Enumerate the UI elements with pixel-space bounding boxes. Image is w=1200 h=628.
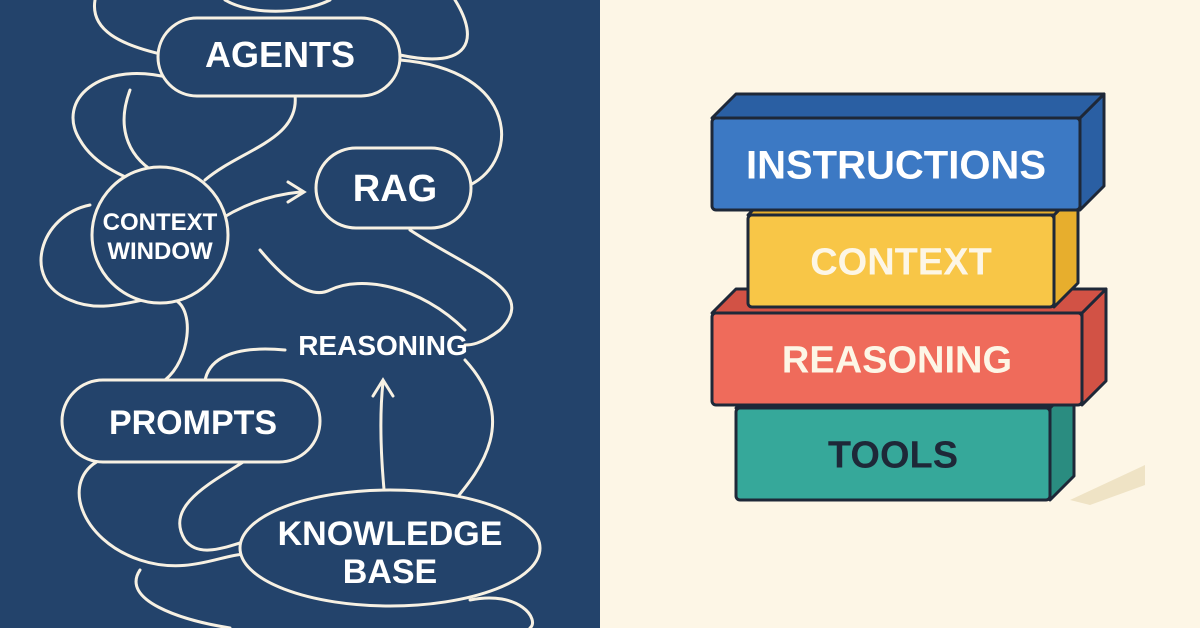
context-stack-illustration: TOOLS REASONING CONTEXT INSTRUCTIONS [710,92,1145,505]
concept-network-panel: AGENTS RAG CONTEXT WINDOW REASONING PROM… [0,0,600,628]
connector-line [77,458,262,568]
connector-line [122,88,162,177]
connector-line [398,58,503,187]
block-front-face [710,311,1084,407]
stack-panel: TOOLS REASONING CONTEXT INSTRUCTIONS [600,0,1200,628]
node-context-window [90,165,230,305]
connector-line [453,358,495,502]
connector-line [203,93,297,182]
block-front-face [734,406,1052,502]
block-front-face [710,116,1082,212]
connector-line [468,596,534,628]
context-window-label-line2: WINDOW [107,238,213,265]
arrow-head [371,377,395,398]
connector-line [223,0,332,13]
block-label-reasoning: REASONING [782,340,1012,382]
connector-line [134,568,232,628]
connector-line [258,248,467,332]
stack-shadow [1070,465,1145,505]
block-front-face [746,213,1056,309]
connector-line [398,0,469,61]
connector-line [92,0,167,57]
arrow-head [286,180,307,204]
concept-network-diagram: AGENTS RAG CONTEXT WINDOW REASONING PROM… [39,0,542,628]
concept-nodes [60,16,542,608]
agents-label: AGENTS [205,34,355,75]
block-label-context: CONTEXT [810,242,992,284]
node-knowledge-base [238,488,542,608]
context-window-label-line1: CONTEXT [103,209,218,236]
rag-label: RAG [353,168,437,210]
prompts-label: PROMPTS [109,404,277,442]
block-top-face [710,92,1106,120]
node-labels: AGENTS RAG CONTEXT WINDOW REASONING PROM… [103,34,503,591]
reasoning-label: REASONING [298,330,468,361]
block-instructions: INSTRUCTIONS [710,92,1106,212]
connector-line [39,203,189,382]
connector-line [178,448,262,552]
connector-line [408,228,514,347]
block-label-tools: TOOLS [828,435,958,477]
node-agents [156,16,402,98]
arrow-knowledge-to-reasoning [379,380,387,502]
knowledge-base-label-line2: BASE [343,553,437,591]
block-label-instructions: INSTRUCTIONS [746,143,1046,187]
knowledge-base-label-line1: KNOWLEDGE [278,515,503,553]
stack-blocks: TOOLS REASONING CONTEXT INSTRUCTIONS [710,92,1108,502]
connector-lines [39,0,534,628]
node-prompts [60,378,322,464]
node-rag [314,146,473,230]
